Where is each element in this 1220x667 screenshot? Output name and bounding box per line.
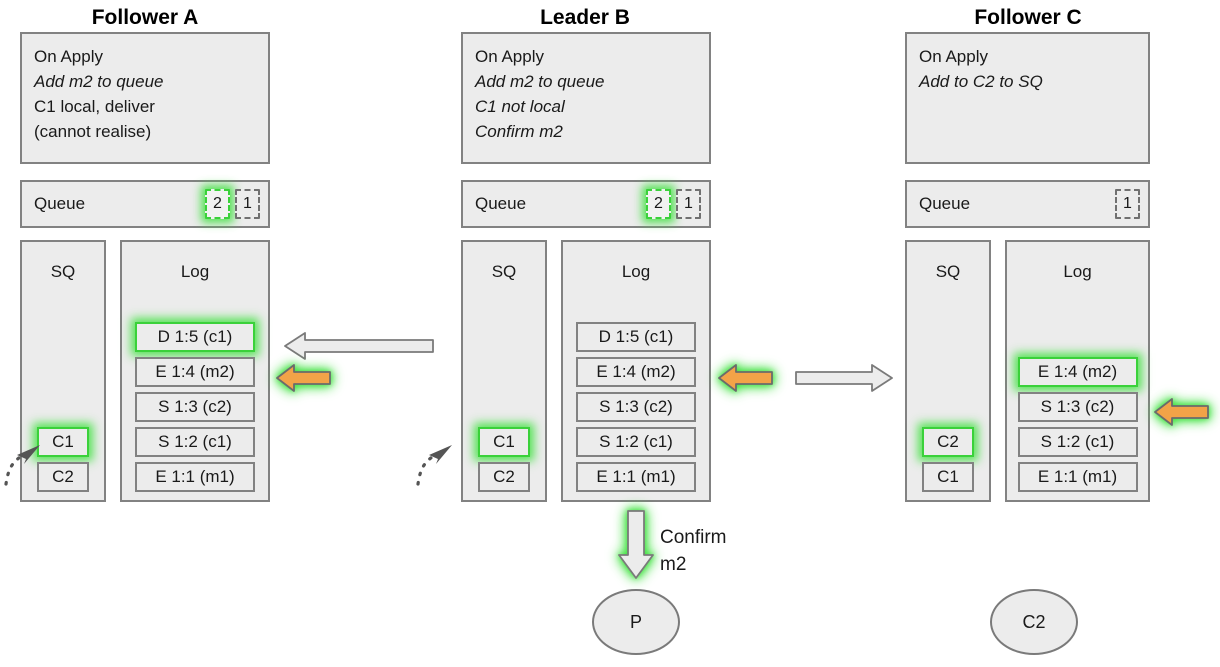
note-line: C1 not local <box>475 97 565 116</box>
sq-panel-follower-a: SQ C2 C1 <box>20 240 106 502</box>
sq-header: SQ <box>935 262 961 281</box>
log-entry: D 1:5 (c1) <box>576 322 696 352</box>
note-line: On Apply <box>34 47 103 66</box>
sq-header: SQ <box>50 262 76 281</box>
column-title-leader-b: Leader B <box>540 6 630 29</box>
sq-header: SQ <box>491 262 517 281</box>
log-header: Log <box>1063 262 1092 281</box>
log-panel-follower-c: Log E 1:1 (m1) S 1:2 (c1) S 1:3 (c2) E 1… <box>1005 240 1150 502</box>
log-panel-leader-b: Log E 1:1 (m1) S 1:2 (c1) S 1:3 (c2) E 1… <box>561 240 711 502</box>
queue-panel-follower-c: Queue 1 <box>905 180 1150 228</box>
confirm-m2-label-line: m2 <box>660 554 687 575</box>
sq-panel-follower-c: SQ C1 C2 <box>905 240 991 502</box>
confirm-m2-label: Confirm m2 <box>660 524 727 578</box>
queue-label: Queue <box>475 194 527 213</box>
column-title-follower-a: Follower A <box>91 6 199 29</box>
log-entry: E 1:4 (m2) <box>576 357 696 387</box>
log-header: Log <box>180 262 210 281</box>
queue-slot: 1 <box>235 189 260 219</box>
sq-entry-list: C2 C1 <box>22 427 104 492</box>
log-entry: E 1:1 (m1) <box>576 462 696 492</box>
log-entry: E 1:4 (m2) <box>135 357 255 387</box>
queue-panel-leader-b: Queue 2 1 <box>461 180 711 228</box>
sq-entry-list: C2 C1 <box>463 427 545 492</box>
log-entry-list: E 1:1 (m1) S 1:2 (c1) S 1:3 (c2) E 1:4 (… <box>122 322 268 492</box>
confirm-m2-label-line: Confirm <box>660 527 727 548</box>
queue-slot: 1 <box>676 189 701 219</box>
sq-entry: C1 <box>922 462 974 492</box>
confirm-m2-arrow <box>618 510 654 579</box>
log-entry: S 1:2 (c1) <box>135 427 255 457</box>
replication-arrow-b-to-a <box>284 332 434 360</box>
log-panel-follower-a: Log E 1:1 (m1) S 1:2 (c1) S 1:3 (c2) E 1… <box>120 240 270 502</box>
log-pointer-arrow-follower-a <box>276 364 331 392</box>
log-entry: E 1:4 (m2) <box>1017 357 1138 387</box>
note-panel-follower-a: On Apply Add m2 to queue C1 local, deliv… <box>20 32 270 164</box>
queue-slots: 1 <box>1115 189 1140 219</box>
queue-slot: 2 <box>205 189 230 219</box>
log-entry: S 1:3 (c2) <box>135 392 255 422</box>
log-pointer-arrow-follower-c <box>1154 398 1209 426</box>
note-line: Add m2 to queue <box>34 72 164 91</box>
queue-slots: 2 1 <box>205 189 260 219</box>
queue-slot: 1 <box>1115 189 1140 219</box>
log-entry: D 1:5 (c1) <box>135 322 255 352</box>
note-line: On Apply <box>919 47 988 66</box>
queue-label: Queue <box>919 194 971 213</box>
queue-label: Queue <box>34 194 86 213</box>
queue-slots: 2 1 <box>646 189 701 219</box>
log-entry: S 1:3 (c2) <box>576 392 696 422</box>
column-title-follower-c: Follower C <box>974 6 1082 29</box>
log-entry: E 1:1 (m1) <box>135 462 255 492</box>
log-entry-list: E 1:1 (m1) S 1:2 (c1) S 1:3 (c2) E 1:4 (… <box>563 322 709 492</box>
note-line: Confirm m2 <box>475 122 563 141</box>
note-line: Add to C2 to SQ <box>919 72 1043 91</box>
log-entry: S 1:2 (c1) <box>576 427 696 457</box>
note-line: (cannot realise) <box>34 122 152 141</box>
log-entry: E 1:1 (m1) <box>1017 462 1138 492</box>
note-line: Add m2 to queue <box>475 72 605 91</box>
terminal-node-producer-p: P <box>592 589 680 655</box>
sq-entry: C1 <box>478 427 530 457</box>
replication-arrow-b-to-c <box>795 364 893 392</box>
note-line: On Apply <box>475 47 544 66</box>
note-line: C1 local, deliver <box>34 97 155 116</box>
terminal-node-consumer-c2: C2 <box>990 589 1078 655</box>
sq-inflow-pointer-follower-a <box>4 445 40 486</box>
log-entry: S 1:2 (c1) <box>1017 427 1138 457</box>
note-panel-follower-c: On Apply Add to C2 to SQ <box>905 32 1150 164</box>
sq-entry: C1 <box>37 427 89 457</box>
queue-panel-follower-a: Queue 2 1 <box>20 180 270 228</box>
log-entry: S 1:3 (c2) <box>1017 392 1138 422</box>
sq-panel-leader-b: SQ C2 C1 <box>461 240 547 502</box>
log-pointer-arrow-leader-b <box>718 364 773 392</box>
sq-entry: C2 <box>922 427 974 457</box>
sq-entry-list: C1 C2 <box>907 427 989 492</box>
log-entry-list: E 1:1 (m1) S 1:2 (c1) S 1:3 (c2) E 1:4 (… <box>1007 357 1148 492</box>
queue-slot: 2 <box>646 189 671 219</box>
sq-entry: C2 <box>37 462 89 492</box>
sq-inflow-pointer-leader-b <box>416 445 452 486</box>
note-panel-leader-b: On Apply Add m2 to queue C1 not local Co… <box>461 32 711 164</box>
log-header: Log <box>621 262 651 281</box>
sq-entry: C2 <box>478 462 530 492</box>
